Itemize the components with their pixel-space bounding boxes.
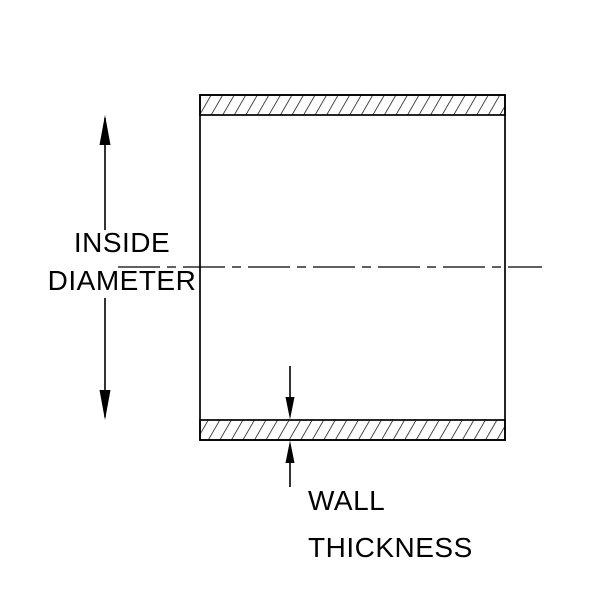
- inside-diameter-arrow-up-icon: [99, 115, 111, 145]
- top-wall-hatch: [199, 94, 506, 116]
- wall-thickness-label-line1: WALL: [308, 485, 385, 516]
- inside-diameter-label-line2: DIAMETER: [48, 265, 197, 296]
- inside-diameter-arrow-down-icon: [99, 390, 111, 420]
- wall-thickness-arrow-down-icon: [285, 397, 295, 420]
- bottom-wall-hatch: [199, 419, 506, 441]
- inside-diameter-label-line1: INSIDE: [74, 227, 170, 258]
- wall-thickness-arrow-up-icon: [285, 440, 295, 463]
- wall-thickness-label-line2: THICKNESS: [308, 532, 473, 563]
